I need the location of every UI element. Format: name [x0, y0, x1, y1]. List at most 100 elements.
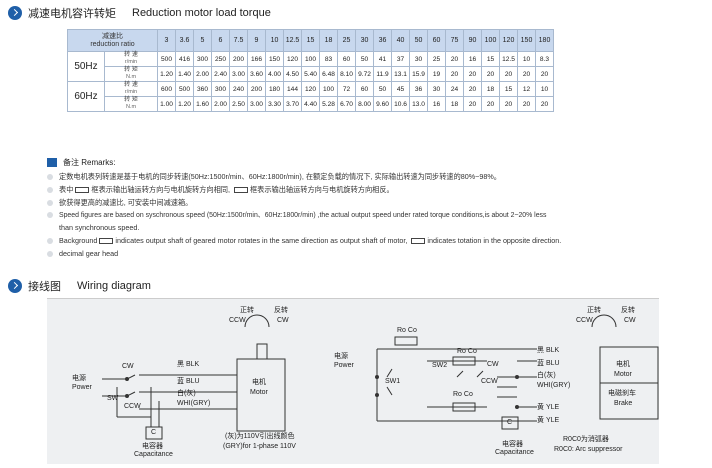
speed-cell: 45: [391, 81, 410, 97]
d1-sw: SW: [107, 395, 119, 402]
torque-cell: 19: [427, 66, 446, 82]
d1-wht: WHI(GRY): [177, 400, 211, 407]
remark-text: indicates totation in the opposite direc…: [427, 236, 562, 245]
ratio-cell: 60: [427, 29, 446, 52]
torque-cell: 3.30: [265, 96, 284, 112]
speed-cell: 150: [265, 51, 284, 67]
square-bullet-icon: [47, 158, 57, 167]
d2-power-en: Power: [334, 362, 354, 369]
remark-text: 欲获得更高的减速比, 可安装中间减速箱。: [59, 198, 193, 207]
remark-line: 表中框表示输出轴运转方向与电机旋转方向相同, 框表示输出轴运转方向与电机旋转方向…: [47, 184, 394, 196]
ratio-cell: 7.5: [229, 29, 248, 52]
speed-cell: 10: [535, 81, 554, 97]
speed-cell: 60: [355, 81, 374, 97]
speed-cell: 10: [517, 51, 536, 67]
speed-cell: 100: [319, 81, 338, 97]
speed-cell: 180: [265, 81, 284, 97]
remark-text: decimal gear head: [59, 249, 119, 258]
d2-cap-c: C: [507, 419, 513, 426]
d3-motor-zh: 电机: [616, 361, 630, 368]
d2-rc-bot: Ro Co: [453, 391, 473, 398]
torque-cell: 5.40: [301, 66, 320, 82]
remark-text: Speed figures are based on syschronous s…: [59, 212, 547, 219]
torque-cell: 1.20: [175, 96, 194, 112]
d2-wht: WHI(GRY): [537, 382, 571, 389]
torque-cell: 2.40: [211, 66, 230, 82]
torque-cell: 3.60: [247, 66, 266, 82]
speed-unit: r/min: [124, 59, 138, 65]
wiring-title-en: Wiring diagram: [77, 280, 151, 292]
ratio-cell: 12.5: [283, 29, 302, 52]
d1-sw-ccw: CCW: [124, 403, 141, 410]
speed-cell: 18: [481, 81, 500, 97]
torque-cell: 5.28: [319, 96, 338, 112]
remark-line: 定数电机表列转速是基于电机的同步转速(50Hz:1500r/min、60Hz:1…: [47, 171, 501, 183]
d1-blk: 黑 BLK: [177, 361, 200, 368]
ratio-cell: 150: [517, 29, 536, 52]
speed-cell: 240: [229, 81, 248, 97]
remark-text: than synchronous speed.: [59, 223, 140, 232]
speed-cell: 360: [193, 81, 212, 97]
speed-cell: 166: [247, 51, 266, 67]
bullet-icon: [47, 200, 53, 207]
ratio-cell: 100: [481, 29, 500, 52]
torque-label-zh: 转 矩: [124, 97, 138, 103]
speed-cell: 37: [391, 51, 410, 67]
bullet-icon: [47, 174, 53, 181]
ratio-label-zh: 减速比: [102, 32, 123, 40]
ratio-cell: 6: [211, 29, 230, 52]
speed-cell: 200: [247, 81, 266, 97]
torque-cell: 4.40: [301, 96, 320, 112]
ratio-cell: 30: [355, 29, 374, 52]
d2-sw1: SW1: [385, 378, 401, 385]
speed-cell: 30: [409, 51, 428, 67]
d1-sw-cw: CW: [122, 363, 134, 370]
wiring-section-title: 接线图 Wiring diagram: [8, 277, 151, 295]
d3-motor-en: Motor: [614, 371, 632, 378]
torque-cell: 2.50: [229, 96, 248, 112]
torque-title-zh: 减速电机容许转矩: [28, 7, 116, 20]
remark-text: indicates output shaft of geared motor r…: [115, 236, 408, 245]
torque-cell: 1.40: [175, 66, 194, 82]
d3-fwd-label: 正转: [587, 307, 601, 314]
remark-line: than synchronous speed.: [59, 222, 139, 234]
torque-cell: 9.60: [373, 96, 392, 112]
speed-cell: 144: [283, 81, 302, 97]
d3-brake-zh: 电磁刹车: [608, 390, 636, 397]
speed-cell: 120: [283, 51, 302, 67]
d2-wht-zh: 白(灰): [537, 372, 556, 379]
torque-cell: 20: [535, 66, 554, 82]
remarks-header-text: 备注 Remarks:: [63, 158, 116, 167]
torque-unit: N.m: [125, 104, 137, 110]
remark-line: decimal gear head: [47, 248, 118, 260]
d1-ccw-label: CCW: [229, 317, 246, 324]
d1-power-zh: 电源: [72, 375, 86, 382]
d1-blu: 蓝 BLU: [177, 378, 200, 385]
torque-cell: 4.00: [265, 66, 284, 82]
speed-cell: 16: [463, 51, 482, 67]
d1-motor-en: Motor: [250, 389, 268, 396]
torque-cell: 20: [517, 96, 536, 112]
speed-cell: 20: [463, 81, 482, 97]
remarks-header: 备注 Remarks:: [47, 157, 115, 168]
d1-power-en: Power: [72, 384, 92, 391]
speed-cell: 500: [175, 81, 194, 97]
remark-text: 定数电机表列转速是基于电机的同步转速(50Hz:1500r/min、60Hz:1…: [59, 172, 501, 181]
ratio-cell: 3: [157, 29, 176, 52]
torque-cell: 1.00: [157, 96, 176, 112]
torque-cell: 6.70: [337, 96, 356, 112]
torque-cell: 6.48: [319, 66, 338, 82]
torque-cell: 16: [427, 96, 446, 112]
speed-cell: 600: [157, 81, 176, 97]
remark-text: Background: [59, 236, 98, 245]
torque-cell: 1.20: [157, 66, 176, 82]
wiring-diagram-panel: 正转 反转 CCW CW 电源 Power CW SW CCW 黑 BLK 蓝 …: [47, 298, 659, 464]
d2-blu: 蓝 BLU: [537, 360, 560, 367]
